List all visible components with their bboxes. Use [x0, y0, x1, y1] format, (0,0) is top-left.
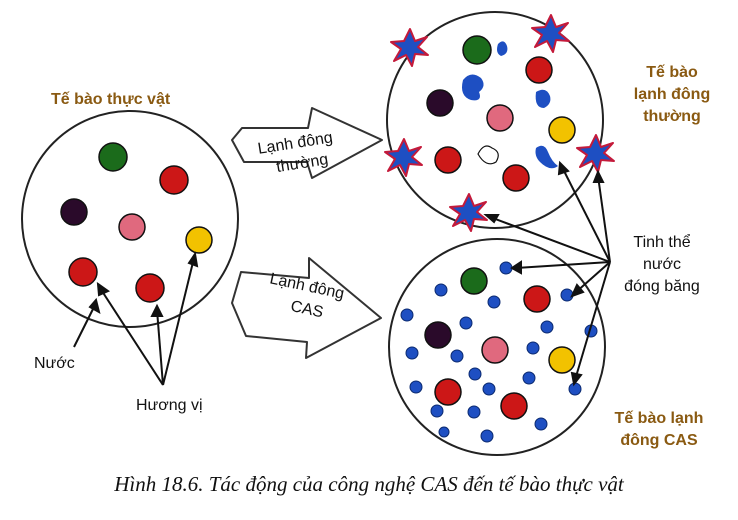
figure-caption: Hình 18.6. Tác động của công nghệ CAS đế…: [114, 472, 624, 496]
flavor-label: Hương vị: [136, 397, 203, 414]
water-label: Nước: [34, 355, 75, 372]
ice-crystal-icon: [450, 349, 464, 363]
red-particle: [525, 56, 553, 84]
red-particle: [502, 164, 530, 192]
dark-particle: [426, 89, 454, 117]
svg-text:thường: thường: [643, 108, 701, 125]
right-arrow-icon: [231, 257, 382, 359]
yellow-particle: [548, 116, 576, 144]
plant-cell: [21, 110, 239, 328]
svg-text:đông CAS: đông CAS: [620, 432, 698, 449]
red-particle: [159, 165, 189, 195]
ice-crystal-icon: [405, 346, 419, 360]
yellow-particle: [185, 226, 213, 254]
ice-crystal-icon: [534, 417, 548, 431]
green-particle: [462, 35, 492, 65]
red-particle: [135, 273, 165, 303]
ice-crystal-icon: [430, 404, 444, 418]
svg-text:đóng băng: đóng băng: [624, 278, 700, 295]
pointer-lines: [73, 160, 611, 387]
normal-frozen-cell-label: Tế bào lạnh đông thường: [634, 64, 710, 125]
svg-text:nước: nước: [643, 256, 681, 273]
red-particle: [434, 378, 462, 406]
ice-crystal-icon: [540, 320, 554, 334]
ice-crystal-icon: [400, 308, 414, 322]
water-drop-icon: [477, 145, 499, 165]
svg-text:lạnh đông: lạnh đông: [634, 86, 710, 103]
pink-particle: [481, 336, 509, 364]
ice-crystals-label: Tinh thể nước đóng băng: [624, 233, 700, 295]
water-drop-icon: [497, 41, 508, 56]
red-particle: [68, 257, 98, 287]
water-drop-icon: [462, 74, 484, 101]
cas-frozen-cell: [388, 238, 606, 456]
svg-text:Tinh thể: Tinh thể: [633, 233, 690, 251]
water-drop-icon: [535, 89, 551, 108]
yellow-particle: [548, 346, 576, 374]
water-drop-icon: [535, 145, 558, 169]
ice-crystal-icon: [480, 429, 494, 443]
pink-particle: [486, 104, 514, 132]
ice-crystal-icon: [487, 295, 501, 309]
normal-frozen-cell: [384, 11, 615, 232]
ice-crystal-icon: [467, 405, 481, 419]
dark-particle: [424, 321, 452, 349]
ice-crystal-icon: [409, 380, 423, 394]
ice-crystal-icon: [568, 382, 582, 396]
dark-particle: [60, 198, 88, 226]
cas-freezing-arrow: Lạnh đông CAS: [231, 257, 382, 359]
svg-text:Tế bào lạnh: Tế bào lạnh: [615, 410, 704, 427]
green-particle: [98, 142, 128, 172]
cas-freezing-label-line2: CAS: [289, 298, 325, 321]
right-arrow-icon: [231, 107, 383, 179]
red-particle: [434, 146, 462, 174]
svg-text:Tế bào: Tế bào: [646, 64, 698, 81]
ice-crystal-icon: [482, 382, 496, 396]
ice-crystal-icon: [468, 367, 482, 381]
ice-crystal-icon: [438, 426, 450, 438]
cas-frozen-cell-label: Tế bào lạnh đông CAS: [615, 410, 704, 449]
ice-crystal-icon: [522, 371, 536, 385]
pink-particle: [118, 213, 146, 241]
ice-crystal-icon: [526, 341, 540, 355]
ice-crystal-icon: [434, 283, 448, 297]
normal-freezing-arrow: Lạnh đông thường: [231, 107, 383, 179]
red-particle: [500, 392, 528, 420]
ice-crystal-icon: [560, 288, 574, 302]
green-particle: [460, 267, 488, 295]
red-particle: [523, 285, 551, 313]
plant-cell-label: Tế bào thực vật: [51, 91, 171, 108]
ice-crystal-icon: [459, 316, 473, 330]
